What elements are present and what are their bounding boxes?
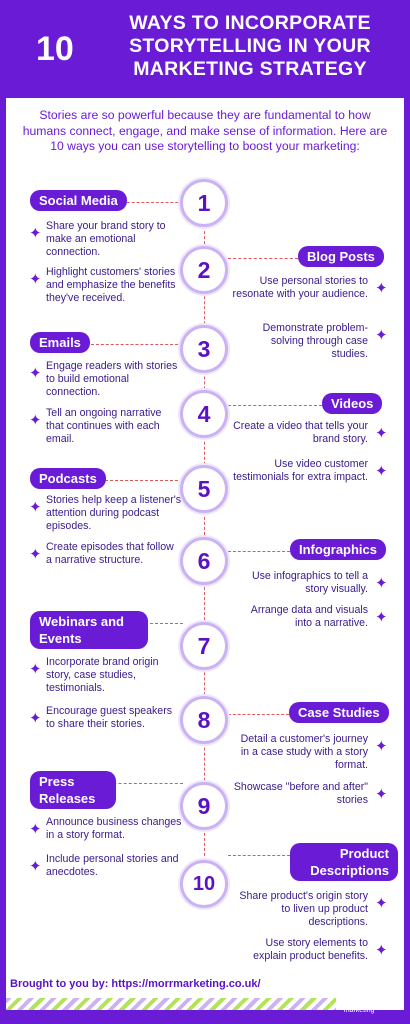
connector-line xyxy=(228,258,298,259)
step-number-circle: 5 xyxy=(180,465,228,513)
tip-text: Demonstrate problem-solving through case… xyxy=(262,322,368,360)
connector-line xyxy=(100,480,183,481)
tip-text: Tell an ongoing narrative that continues… xyxy=(46,407,162,445)
tip-text: Create episodes that follow a narrative … xyxy=(46,541,174,566)
tip-text: Include personal stories and anecdotes. xyxy=(46,853,179,878)
step-number-circle: 2 xyxy=(180,246,228,294)
sparkle-icon: ✦ xyxy=(29,499,42,516)
tip-text: Use personal stories to resonate with yo… xyxy=(232,275,368,300)
connector-line xyxy=(122,202,183,203)
channel-label: Podcasts xyxy=(30,468,106,489)
tip-text: Use infographics to tell a story visuall… xyxy=(251,570,368,595)
tip-text: Create a video that tells your brand sto… xyxy=(233,420,368,445)
connector-line xyxy=(228,714,289,715)
channel-label: Case Studies xyxy=(289,702,389,723)
connector-line xyxy=(130,623,183,624)
channel-label: Videos xyxy=(322,393,383,414)
tip-text: Detail a customer's journey in a case st… xyxy=(240,733,368,771)
sparkle-icon: ✦ xyxy=(375,786,388,803)
connector-line xyxy=(228,405,322,406)
channel-label: Blog Posts xyxy=(298,246,384,267)
step-number-circle: 4 xyxy=(180,390,228,438)
channel-label: Social Media xyxy=(30,190,127,211)
connector-line xyxy=(86,344,183,345)
connector-line xyxy=(98,783,183,784)
tip-text: Announce business changes in a story for… xyxy=(46,816,182,841)
tip-text: Showcase "before and after" stories xyxy=(233,781,368,806)
step-number-circle: 8 xyxy=(180,696,228,744)
step-number-circle: 3 xyxy=(180,325,228,373)
page-title: WAYS TO INCORPORATE STORYTELLING IN YOUR… xyxy=(129,12,371,80)
sparkle-icon: ✦ xyxy=(29,710,42,727)
sparkle-icon: ✦ xyxy=(29,546,42,563)
sparkle-icon: ✦ xyxy=(375,738,388,755)
tip-text: Use story elements to explain product be… xyxy=(253,937,368,962)
sparkle-icon: ✦ xyxy=(29,412,42,429)
step-number-circle: 1 xyxy=(180,179,228,227)
sparkle-icon: ✦ xyxy=(29,661,42,678)
sparkle-icon: ✦ xyxy=(375,327,388,344)
step-number-circle: 7 xyxy=(180,622,228,670)
channel-label: Infographics xyxy=(290,539,387,560)
tip-text: Incorporate brand origin story, case stu… xyxy=(46,656,159,694)
sparkle-icon: ✦ xyxy=(375,463,388,480)
credit-text: Brought to you by: https://morrmarketing… xyxy=(10,978,261,990)
sparkle-icon: ✦ xyxy=(375,425,388,442)
sparkle-icon: ✦ xyxy=(29,821,42,838)
step-number-circle: 9 xyxy=(180,782,228,830)
intro-text: Stories are so powerful because they are… xyxy=(22,108,388,153)
tip-text: Highlight customers' stories and emphasi… xyxy=(46,266,176,304)
step-number-circle: 6 xyxy=(180,537,228,585)
tip-text: Share product's origin story to liven up… xyxy=(239,890,368,928)
step-number-circle: 10 xyxy=(180,860,228,908)
channel-label: Emails xyxy=(30,332,90,353)
header-number: 10 xyxy=(36,30,74,68)
tip-text: Use video customer testimonials for extr… xyxy=(233,458,368,483)
channel-label: Press Releases xyxy=(30,771,116,809)
tip-text: Arrange data and visuals into a narrativ… xyxy=(250,604,368,629)
sparkle-icon: ✦ xyxy=(375,575,388,592)
sparkle-icon: ✦ xyxy=(375,280,388,297)
sparkle-icon: ✦ xyxy=(29,271,42,288)
sparkle-icon: ✦ xyxy=(375,942,388,959)
logo-main: morr xyxy=(338,991,375,1008)
connector-line xyxy=(228,551,290,552)
connector-line xyxy=(228,855,290,856)
tip-text: Encourage guest speakers to share their … xyxy=(46,705,173,730)
sparkle-icon: ✦ xyxy=(29,858,42,875)
sparkle-icon: ✦ xyxy=(375,609,388,626)
tip-text: Stories help keep a listener's attention… xyxy=(46,494,182,532)
brand-logo: morr marketing xyxy=(338,991,375,1015)
sparkle-icon: ✦ xyxy=(29,225,42,242)
channel-label: Webinars and Events xyxy=(30,611,148,649)
sparkle-icon: ✦ xyxy=(375,895,388,912)
channel-label: Product Descriptions xyxy=(290,843,398,881)
header-banner: 10 WAYS TO INCORPORATE STORYTELLING IN Y… xyxy=(0,0,410,98)
logo-sub: marketing xyxy=(343,1007,375,1014)
chevron-pattern xyxy=(6,998,336,1010)
tip-text: Share your brand story to make an emotio… xyxy=(46,220,166,258)
sparkle-icon: ✦ xyxy=(29,365,42,382)
tip-text: Engage readers with stories to build emo… xyxy=(46,360,178,398)
